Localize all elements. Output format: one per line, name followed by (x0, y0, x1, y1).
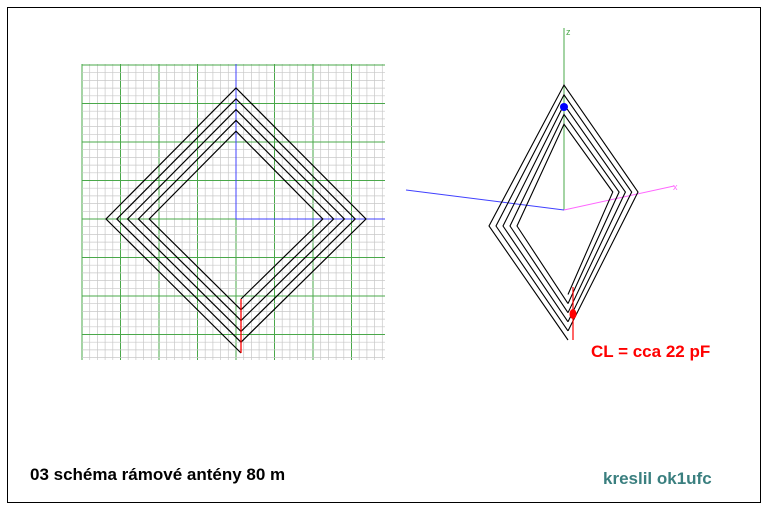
antenna-turn-3d (488, 83, 639, 341)
antenna-turn-3d (509, 113, 620, 314)
antenna-turn (126, 108, 346, 332)
frame-border (7, 7, 761, 503)
current-max-dot (560, 103, 568, 111)
source-marker (569, 309, 577, 319)
z-axis-label: z (566, 27, 571, 37)
antenna-turn-3d (495, 93, 633, 332)
antenna-turn (115, 97, 357, 343)
x-axis-label: x (673, 182, 678, 192)
author-credit: kreslil ok1ufc (603, 469, 712, 488)
x-axis-3d (563, 185, 675, 211)
antenna-turn (105, 87, 367, 354)
antenna-turn (137, 119, 335, 322)
y-axis-3d (405, 189, 565, 211)
antenna-turn (148, 130, 324, 311)
capacitor-note: CL = cca 22 pF (591, 342, 711, 361)
diagram-title: 03 schéma rámové antény 80 m (30, 465, 286, 484)
antenna-turn-3d (516, 123, 614, 304)
